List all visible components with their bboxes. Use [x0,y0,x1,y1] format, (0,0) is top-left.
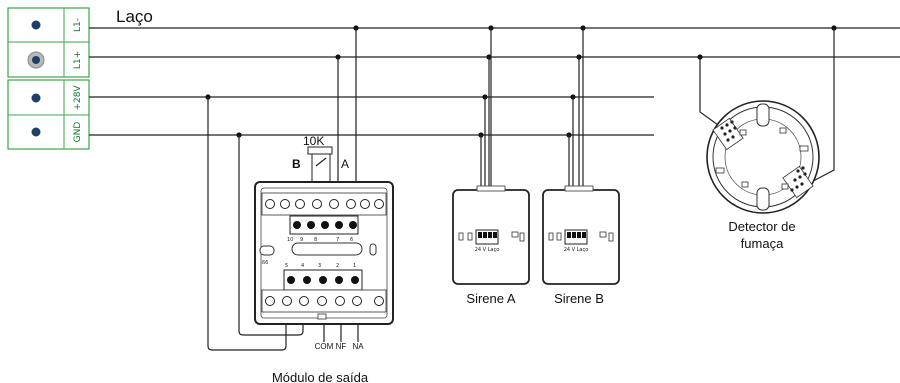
relay-label-com: COM [315,342,334,351]
bottom-num-2: 2 [336,263,339,269]
loop-label: Laço [116,7,153,26]
siren-b-caption: Sirene B [554,291,604,306]
siren-b: 24 V Laço [542,185,620,285]
contact-a-label: A [341,157,349,171]
terminal-label-28v: +28V [73,85,83,111]
smoke-detector-caption-line2: fumaça [741,236,784,251]
bottom-num-1: 1 [353,263,356,269]
smoke-detector-caption-line1: Detector de [728,219,795,234]
contact-b-label: B [292,157,301,171]
bottom-num-3: 3 [318,263,321,269]
module-top-clamps [289,215,359,235]
terminal-screw-l1-minus [31,20,41,30]
module-center-slot [291,242,363,256]
relay-label-na: NA [352,342,364,351]
module-side-label: ß6 [262,260,268,266]
terminal-screw-gnd [31,127,41,137]
output-module-caption: Módulo de saída [272,370,369,383]
siren-a-caption: Sirene A [466,291,515,306]
relay-label-nf: NF [336,342,347,351]
detector-terminals-right [782,165,814,199]
top-num-6: 6 [350,237,353,243]
module-bottom-clamps [283,269,363,291]
smoke-detector [706,100,820,214]
top-num-8: 8 [314,237,317,243]
resistor-label: 10K [303,134,324,148]
module-led [259,245,275,256]
terminal-label-l1-plus: L1+ [73,51,83,69]
top-num-10: 10 [287,237,293,243]
siren-a-pcb-label: 24 V Laço [475,247,500,253]
detector-terminals-left [712,117,744,151]
bottom-num-5: 5 [285,263,288,269]
siren-a: 24 V Laço [452,185,530,285]
output-module: 10 9 8 7 6 ß6 5 4 3 2 1 [254,181,394,325]
top-num-7: 7 [336,237,339,243]
terminal-label-l1-minus: L1- [73,18,83,32]
contact-switch [315,157,327,167]
module-top-strip [261,192,387,216]
terminal-screw-l1-plus [32,56,40,64]
module-bottom-screws [265,296,384,306]
terminal-screw-28v [31,93,41,103]
siren-b-pcb-label: 24 V Laço [564,247,589,253]
junction-dots [205,25,837,138]
module-top-screws [265,199,384,209]
bus-wires [89,27,900,136]
top-num-9: 9 [300,237,303,243]
terminal-block: L1- L1+ +28V GND [7,7,90,150]
terminal-label-gnd: GND [73,122,83,143]
resistor-body [307,146,333,155]
bottom-num-4: 4 [301,263,304,269]
